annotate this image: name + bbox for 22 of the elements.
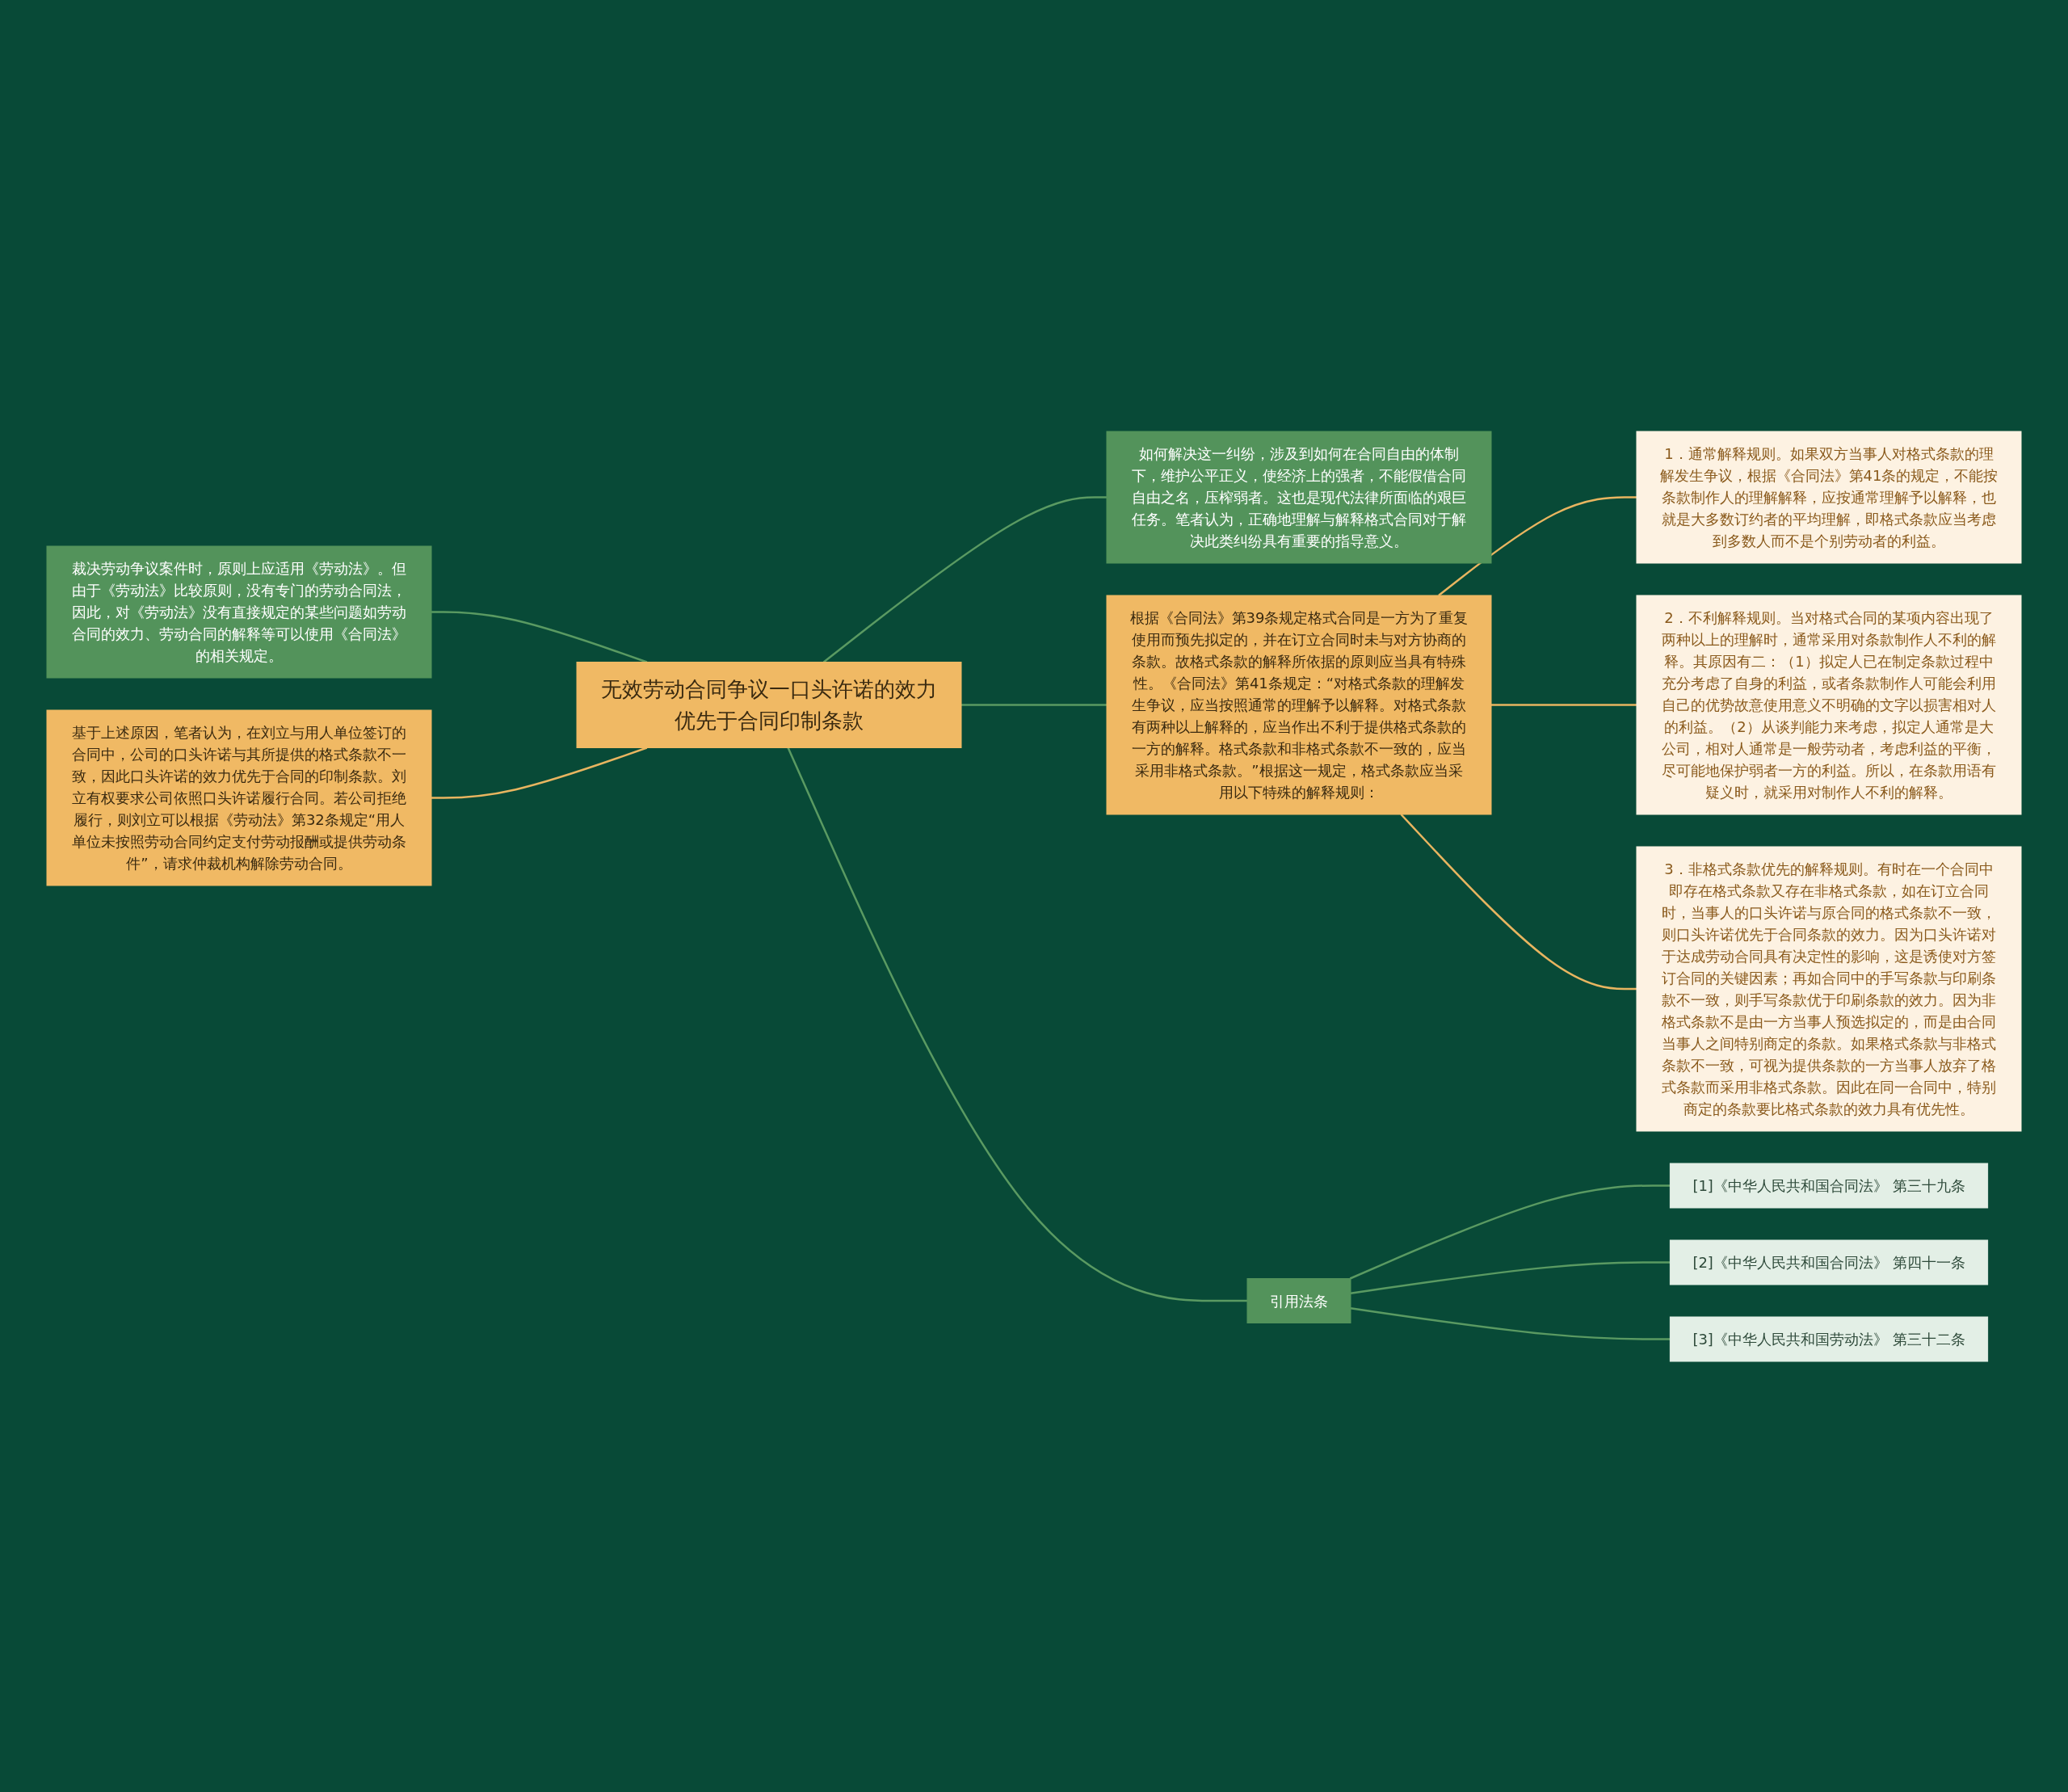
node-box: 3．非格式条款优先的解释规则。有时在一个合同中即存在格式条款又存在非格式条款，如在订立合同时，当事人的口头许诺与原合同的格式条款不一致，则口头许诺优先于合同条款的效力。因为口头许诺对于达成劳动合同具有决定性的影响，这是诱使对方签订合同的关键因素；再如合同中的手写条款与印刷条款不一致，则手写条款优于印刷条款的效力。因为非格式条款不是由一方当事人预选拟定的，而是由合同当事人之间特别商定的条款。如果格式条款与非格式条款不一致，可视为提供条款的一方当事人放弃了格式条款而采用非格式条款。因此在同一合同中，特别商定的条款要比格式条款的效力具有优先性。 (1636, 846, 2022, 1131)
connector (1349, 1184, 1671, 1280)
node-box: 2．不利解释规则。当对格式合同的某项内容出现了两种以上的理解时，通常采用对条款制作人不利的解释。其原因有二：（1）拟定人已在制定条款过程中充分考虑了自身的利益，或者条款制作人可能会利用自己的优势故意使用意义不明确的文字以损害相对人的利益。（2）从谈判能力来考虑，拟定人通常是大公司，相对人通常是一般劳动者，考虑利益的平衡，尽可能地保护弱者一方的利益。所以，在条款用语有疑义时，就采用对制作人不利的解释。 (1636, 595, 2022, 814)
connector (961, 703, 1107, 706)
node-box: [2]《中华人民共和国合同法》 第四十一条 (1669, 1239, 1989, 1285)
connector (1400, 813, 1637, 990)
connector (1438, 495, 1637, 596)
node-box: 1．通常解释规则。如果双方当事人对格式条款的理解发生争议，根据《合同法》第41条的规定，不能按条款制作人的理解解释，应按通常理解予以解释，也就是大多数订约者的平均理解，即格式条款应当考虑到多数人而不是个别劳动者的利益。 (1636, 431, 2022, 563)
node-box: 基于上述原因，笔者认为，在刘立与用人单位签订的合同中，公司的口头许诺与其所提供的格式条款不一致，因此口头许诺的效力优先于合同的印制条款。刘立有权要求公司依照口头许诺履行合同。若公司拒绝履行，则刘立可以根据《劳动法》第32条规定“用人单位未按照劳动合同约定支付劳动报酬或提供劳动条件”，请求仲裁机构解除劳动合同。 (46, 709, 432, 885)
node-box: 裁决劳动争议案件时，原则上应适用《劳动法》。但由于《劳动法》比较原则，没有专门的劳动合同法，因此，对《劳动法》没有直接规定的某些问题如劳动合同的效力、劳动合同的解释等可以使用《合同法》的相关规定。 (46, 545, 432, 678)
node-box: 如何解决这一纠纷，涉及到如何在合同自由的体制下，维护公平正义，使经济上的强者，不能假借合同自由之名，压榨弱者。这也是现代法律所面临的艰巨任务。笔者认为，正确地理解与解释格式合同对于解决此类纠纷具有重要的指导意义。 (1106, 431, 1492, 563)
node-box: 引用法条 (1246, 1277, 1351, 1323)
connector (1491, 703, 1637, 706)
node-box: [1]《中华人民共和国合同法》 第三十九条 (1669, 1163, 1989, 1208)
connector (822, 495, 1107, 663)
node-box: 根据《合同法》第39条规定格式合同是一方为了重复使用而预先拟定的，并在订立合同时未与对方协商的条款。故格式条款的解释所依据的原则应当具有特殊性。《合同法》第41条规定：“对格式条款的理解发生争议，应当按照通常的理解予以解释。对格式条款有两种以上解释的，应当作出不利于提供格式条款的一方的解释。格式条款和非格式条款不一致的，应当采用非格式条款。”根据这一规定，格式条款应当采用以下特殊的解释规则： (1106, 595, 1492, 814)
connector (787, 747, 1247, 1302)
node-box: [3]《中华人民共和国劳动法》 第三十二条 (1669, 1316, 1989, 1361)
connector (1350, 1260, 1671, 1294)
connector (431, 610, 648, 663)
node-box: 无效劳动合同争议一口头许诺的效力优先于合同印制条款 (576, 661, 962, 748)
connector (1350, 1306, 1671, 1340)
